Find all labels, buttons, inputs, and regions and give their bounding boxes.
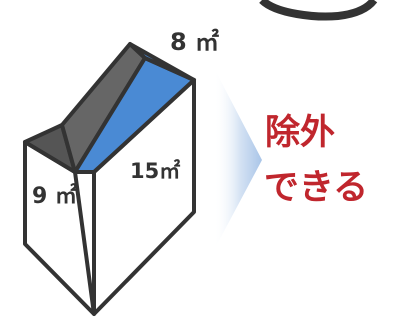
front-area-label: 9 ㎡ — [32, 183, 77, 209]
side-area-label: 15㎡ — [130, 159, 180, 183]
building — [23, 42, 196, 316]
roof-area-label: 8 ㎡ — [170, 28, 219, 56]
roof-ridge — [128, 42, 196, 82]
circle-fragment — [259, 0, 378, 21]
verdict-line2: できる — [264, 168, 368, 208]
verdict-line1: 除外 — [265, 113, 335, 153]
arrow-shape — [214, 68, 262, 250]
